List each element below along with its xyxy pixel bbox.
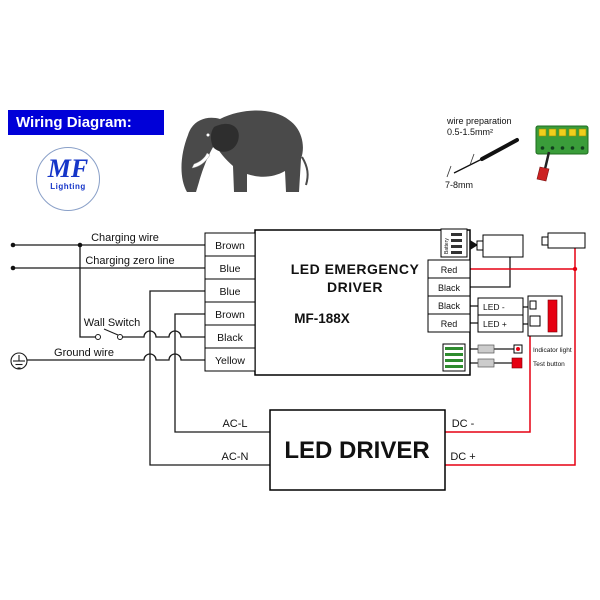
battery-connector-icon: Battery <box>440 228 468 258</box>
ac-n-label: AC-N <box>222 451 249 463</box>
terminal-block-icon <box>535 125 589 155</box>
terminal-label-black: Black <box>217 332 243 344</box>
elephant-ear <box>210 123 239 152</box>
terminal-label-blue-2: Blue <box>219 286 240 298</box>
test-button-label: Test button <box>533 361 565 368</box>
wall-switch-icon <box>95 328 123 340</box>
ground-symbol-icon <box>10 352 28 370</box>
test-button-icon <box>477 357 523 369</box>
terminal-dot-neutral <box>10 265 16 271</box>
neutral-to-led-driver-wire <box>149 290 270 466</box>
page-title-text: Wiring Diagram: <box>16 114 132 131</box>
indicator-light-label: Indicator light <box>533 347 572 354</box>
terminal-label-blue-1: Blue <box>219 263 240 275</box>
brand-logo: MF Lighting <box>36 147 100 211</box>
red-junction-dot <box>572 266 578 272</box>
terminal-dot-live <box>10 242 16 248</box>
led-plug-icon <box>527 295 563 337</box>
terminal-label-yellow: Yellow <box>215 355 245 367</box>
battery-plug-icon <box>476 234 524 258</box>
wall-switch-label: Wall Switch <box>84 317 140 329</box>
ground-wire-line <box>27 353 205 361</box>
dc-minus-wire <box>445 336 531 433</box>
arrow-icon <box>470 240 478 250</box>
elephant-tail <box>301 156 309 186</box>
live-to-led-driver-wire <box>174 313 270 433</box>
elephant-eye <box>206 133 210 137</box>
terminal-cell <box>204 347 256 372</box>
terminal-label-brown-1: Brown <box>215 240 245 252</box>
emergency-driver-title-line1: LED EMERGENCY <box>291 261 420 277</box>
screwdriver-icon <box>536 151 551 182</box>
elephant-illustration <box>181 110 309 192</box>
junction-dot <box>77 242 83 248</box>
aux-connector-icon <box>442 343 466 372</box>
wire-preparation-title: wire preparation <box>446 116 512 126</box>
charging-wire-label: Charging wire <box>91 232 159 244</box>
brand-logo-subtitle: Lighting <box>50 182 86 191</box>
brand-logo-text: MF <box>47 154 89 183</box>
led-driver-box <box>269 409 446 491</box>
page-title: Wiring Diagram: <box>8 110 164 135</box>
terminal-label-black-2: Black <box>438 301 461 311</box>
spare-plug-icon <box>541 232 586 249</box>
charging-zero-line-label: Charging zero line <box>85 255 174 267</box>
dc-plus-wire <box>445 248 576 466</box>
output-terminal-cells: Red Black Black Red <box>427 259 471 333</box>
input-terminal-cells: Brown Blue Blue Brown Black Yellow <box>204 232 256 372</box>
stripped-wire-icon <box>446 138 519 178</box>
elephant-tusk <box>191 152 211 169</box>
emergency-driver-title-line2: DRIVER <box>327 279 383 295</box>
indicator-light-icon <box>477 344 523 354</box>
terminal-label-brown-2: Brown <box>215 309 245 321</box>
terminal-label-red-1: Red <box>441 265 458 275</box>
led-minus-label: LED - <box>483 302 505 312</box>
battery-connector-label: Battery <box>444 238 450 254</box>
wiring-red <box>445 248 576 466</box>
battery-black-wire <box>470 257 511 288</box>
terminal-label-black-1: Black <box>438 283 461 293</box>
terminal-label-red-2: Red <box>441 319 458 329</box>
led-driver-title: LED DRIVER <box>284 437 429 464</box>
ac-l-label: AC-L <box>222 418 247 430</box>
dc-minus-label: DC - <box>452 418 475 430</box>
terminal-cell <box>427 313 471 333</box>
strip-length-label: 7-8mm <box>445 180 473 190</box>
switched-wire <box>122 330 205 338</box>
wire-size-label: 0.5-1.5mm² <box>447 127 493 137</box>
switch-feed-wire <box>79 245 96 338</box>
elephant-body <box>181 110 303 192</box>
wiring-black <box>13 244 528 466</box>
dc-plus-label: DC + <box>450 451 475 463</box>
led-plus-label: LED + <box>483 319 507 329</box>
emergency-driver-model: MF-188X <box>294 311 350 326</box>
led-output-box: LED - LED + <box>477 297 524 333</box>
ground-wire-label: Ground wire <box>54 347 114 359</box>
